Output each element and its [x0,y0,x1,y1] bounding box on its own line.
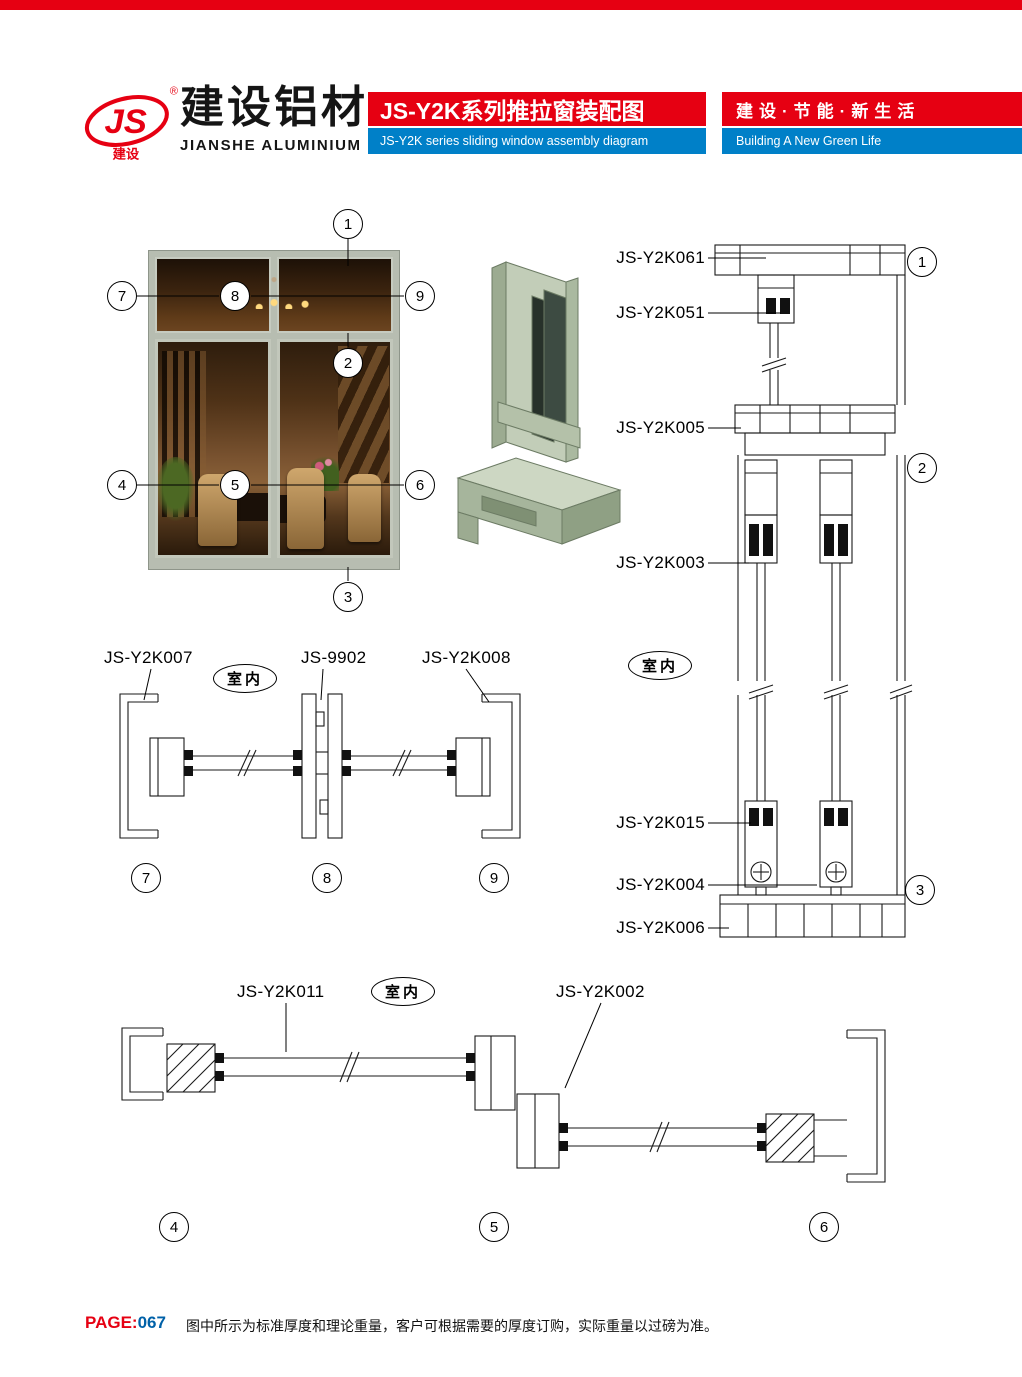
label-js-9902: JS-9902 [301,648,367,667]
left-jamb-profile [119,693,193,839]
label-js-y2k051: JS-Y2K051 [616,303,705,322]
section-callout-2: 2 [907,453,937,483]
callout-5: 5 [220,470,250,500]
glass-run-right [351,749,447,777]
profile-3d-render [456,261,622,545]
brand-block: 建设铝材 JIANSHE ALUMINIUM [180,83,368,155]
callout-4: 4 [107,470,137,500]
sill-profile [719,886,906,938]
section-callout-3: 3 [905,875,935,905]
window-frame [155,257,393,558]
transom-glass [761,323,787,405]
label-js-y2k004: JS-Y2K004 [616,875,705,894]
vertical-section-drawing [714,244,913,938]
meeting-stiles [466,1035,568,1169]
slogan-cn: 建设·节能·新生活 [722,92,1022,126]
section-callout-6: 6 [809,1212,839,1242]
photo-chair-right [348,474,382,543]
label-js-y2k005: JS-Y2K005 [616,418,705,437]
brand-logo: JS ® 建设 [84,85,179,162]
logo-caption: 建设 [113,146,140,162]
callout-1: 1 [333,209,363,239]
series-title-en: JS-Y2K series sliding window assembly di… [368,128,706,154]
right-jamb-profile [447,693,521,839]
indoor-label-horizontal-top: 室内 [213,664,278,693]
slogan-en: Building A New Green Life [722,128,1022,154]
label-js-y2k011: JS-Y2K011 [237,982,325,1001]
photo-plant-left [158,457,196,521]
label-js-y2k003: JS-Y2K003 [616,553,705,572]
label-js-y2k007: JS-Y2K007 [104,648,193,667]
glass-run-lower [568,1121,757,1153]
page-number: PAGE:067 [85,1313,166,1333]
logo-mark-text: JS [104,103,146,141]
callout-6: 6 [405,470,435,500]
logo-swoosh [84,95,169,147]
photo-chair-center [286,467,324,549]
callout-8: 8 [220,281,250,311]
logo-registered-icon: ® [170,85,179,97]
photo-sliding-sashes [155,339,393,558]
indoor-label-horizontal-bottom: 室内 [371,977,436,1006]
page-label: PAGE: [85,1313,138,1332]
sash-glass-lines [748,563,849,801]
photo-sash-left [155,339,271,558]
label-js-y2k015: JS-Y2K015 [616,813,705,832]
brand-name-cn: 建设铝材 [180,83,368,132]
section-callout-7: 7 [131,863,161,893]
page-number-value: 067 [137,1313,166,1332]
section-callout-1: 1 [907,247,937,277]
window-photo [148,250,400,570]
callout-9: 9 [405,281,435,311]
left-sash-stile [166,1043,224,1093]
callout-7: 7 [107,281,137,311]
sash-top-rails [744,459,853,564]
interlock-profile [293,693,351,839]
footer-note: 图中所示为标准厚度和理论重量，客户可根据需要的厚度订购，实际重量以过磅为准。 [186,1318,718,1334]
series-title-cn: JS-Y2K系列推拉窗装配图 [368,92,706,126]
glass-run-upper [224,1051,466,1083]
section-callout-9: 9 [479,863,509,893]
sash-bottom-rails-rollers [744,800,853,888]
horizontal-section-top-drawing [119,693,521,839]
section-callout-4: 4 [159,1212,189,1242]
section-callout-5: 5 [479,1212,509,1242]
glass-run-left [193,749,293,777]
left-jamb-profile [121,1027,164,1101]
section-callout-8: 8 [312,863,342,893]
frame-face-lines [737,275,913,895]
label-js-y2k002: JS-Y2K002 [556,982,645,1001]
label-js-y2k006: JS-Y2K006 [616,918,705,937]
photo-transom [155,257,393,333]
callout-2: 2 [333,348,363,378]
indoor-label-vertical-section: 室内 [628,651,693,680]
label-js-y2k008: JS-Y2K008 [422,648,511,667]
profile-3d-shapes [456,261,622,545]
brand-name-en: JIANSHE ALUMINIUM [180,137,362,154]
right-jamb-profile [814,1029,886,1183]
horizontal-section-bottom-drawing [121,1027,886,1183]
top-accent-bar [0,0,1022,10]
label-js-y2k061: JS-Y2K061 [616,248,705,267]
mid-rail-profile [734,404,896,456]
top-frame-profile [714,244,906,324]
callout-3: 3 [333,582,363,612]
right-sash-stile [757,1113,815,1163]
